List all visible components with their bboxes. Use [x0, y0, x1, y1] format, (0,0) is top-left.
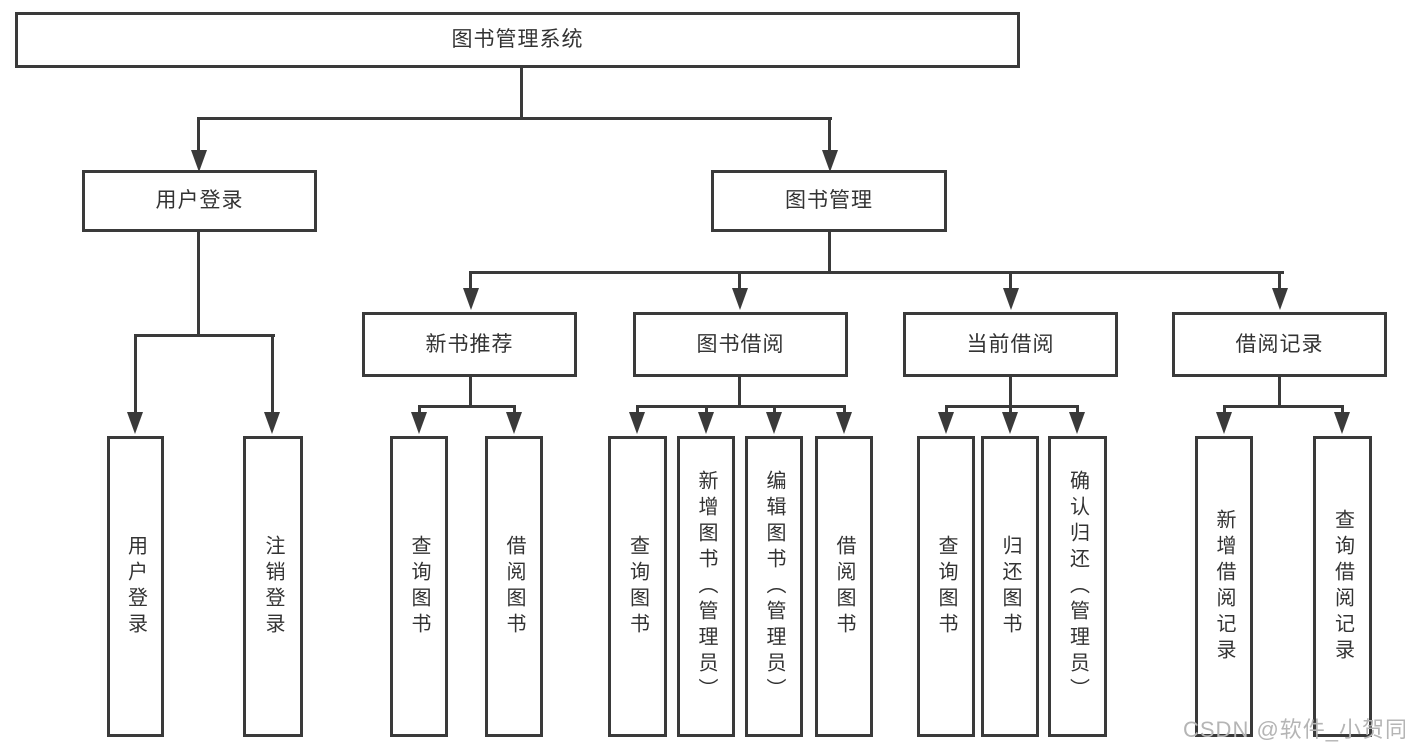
node-book-borrowing: 图书借阅 [633, 312, 848, 377]
arrowhead-down-icon [1002, 412, 1018, 434]
leaf-add-book-admin: 新增图书（管理员） [677, 436, 735, 737]
arrowhead-down-icon [463, 288, 479, 310]
arrowhead-down-icon [1003, 288, 1019, 310]
leaf-recommend-borrow-book: 借阅图书 [485, 436, 543, 737]
connector-line [945, 405, 948, 415]
node-library-management-system: 图书管理系统 [15, 12, 1020, 68]
connector-line [134, 334, 275, 337]
connector-line [1223, 405, 1226, 415]
connector-line [773, 405, 776, 415]
connector-line [738, 271, 741, 290]
connector-line [134, 334, 137, 414]
connector-line [469, 376, 472, 408]
leaf-user-login: 用户登录 [107, 436, 164, 737]
arrowhead-down-icon [1216, 412, 1232, 434]
node-user-login: 用户登录 [82, 170, 317, 232]
arrowhead-down-icon [698, 412, 714, 434]
connector-line [418, 405, 421, 415]
connector-line [1278, 271, 1281, 290]
connector-line [1009, 405, 1012, 415]
arrowhead-down-icon [1272, 288, 1288, 310]
connector-line [197, 117, 832, 120]
connector-line [636, 405, 639, 415]
connector-line [520, 67, 523, 119]
arrowhead-down-icon [191, 150, 207, 172]
connector-line [271, 334, 274, 414]
connector-line [197, 117, 200, 151]
connector-line [1009, 376, 1012, 408]
node-new-book-recommend: 新书推荐 [362, 312, 577, 377]
leaf-borrowing-borrow-book: 借阅图书 [815, 436, 873, 737]
arrowhead-down-icon [836, 412, 852, 434]
connector-line [469, 271, 472, 290]
leaf-edit-book-admin: 编辑图书（管理员） [745, 436, 803, 737]
connector-line [1076, 405, 1079, 415]
arrowhead-down-icon [822, 150, 838, 172]
watermark: CSDN @软件_小贺同学 [1183, 717, 1405, 742]
leaf-confirm-return-admin: 确认归还（管理员） [1048, 436, 1107, 737]
arrowhead-down-icon [264, 412, 280, 434]
arrowhead-down-icon [938, 412, 954, 434]
connector-line [513, 405, 516, 415]
node-book-management: 图书管理 [711, 170, 947, 232]
arrowhead-down-icon [127, 412, 143, 434]
arrowhead-down-icon [411, 412, 427, 434]
connector-line [1278, 376, 1281, 408]
leaf-query-borrow-record: 查询借阅记录 [1313, 436, 1372, 737]
connector-line [1223, 405, 1343, 408]
arrowhead-down-icon [766, 412, 782, 434]
connector-line [418, 405, 516, 408]
leaf-current-query-book: 查询图书 [917, 436, 975, 737]
arrowhead-down-icon [1069, 412, 1085, 434]
connector-line [636, 405, 845, 408]
connector-line [828, 232, 831, 273]
arrowhead-down-icon [1334, 412, 1350, 434]
arrowhead-down-icon [732, 288, 748, 310]
connector-line [705, 405, 708, 415]
node-current-borrowing: 当前借阅 [903, 312, 1118, 377]
leaf-add-borrow-record: 新增借阅记录 [1195, 436, 1253, 737]
connector-line [469, 271, 1284, 274]
connector-line [1341, 405, 1344, 415]
connector-line [1009, 271, 1012, 290]
leaf-logout: 注销登录 [243, 436, 303, 737]
connector-line [843, 405, 846, 415]
arrowhead-down-icon [629, 412, 645, 434]
leaf-return-book: 归还图书 [981, 436, 1039, 737]
connector-line [738, 376, 741, 408]
leaf-borrowing-query-book: 查询图书 [608, 436, 667, 737]
leaf-recommend-query-book: 查询图书 [390, 436, 448, 737]
connector-line [828, 117, 831, 151]
connector-line [197, 232, 200, 336]
arrowhead-down-icon [506, 412, 522, 434]
node-borrowing-records: 借阅记录 [1172, 312, 1387, 377]
